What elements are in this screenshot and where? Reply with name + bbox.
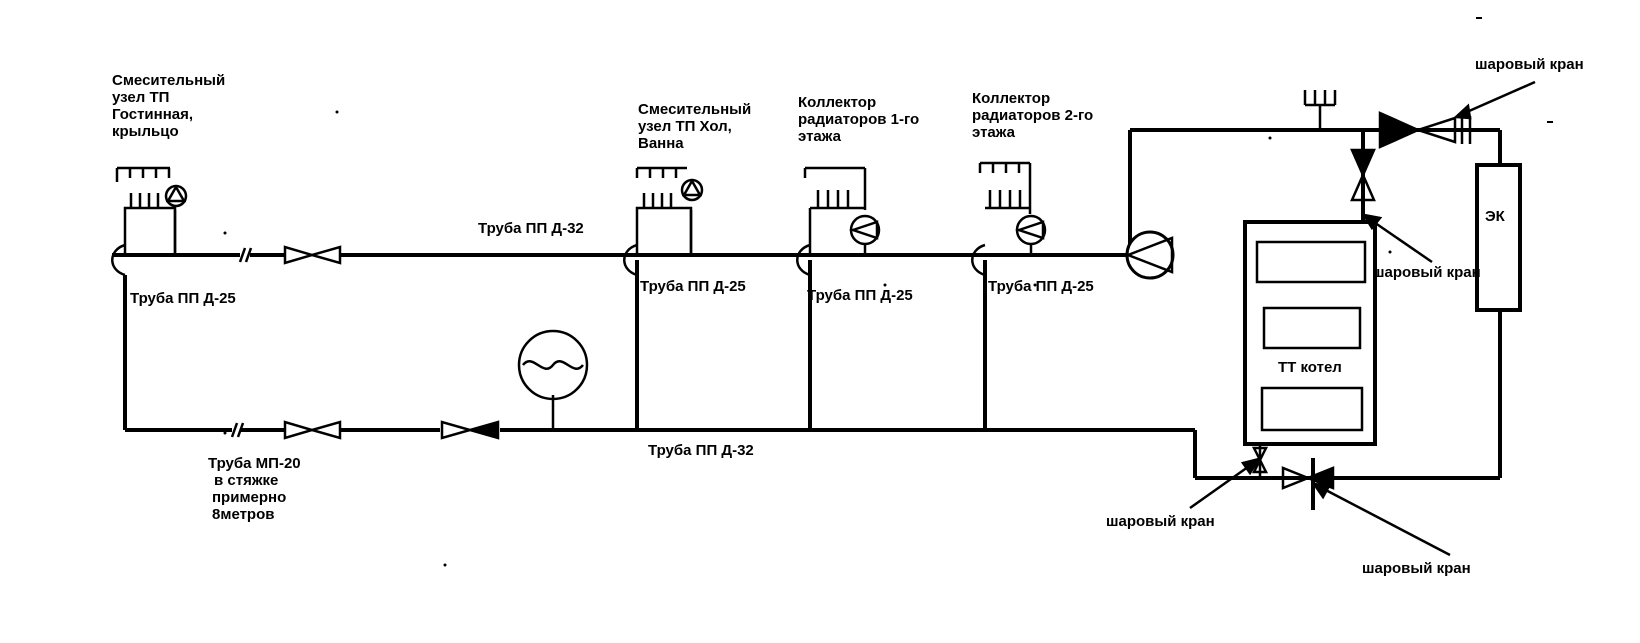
return-pipe — [123, 275, 1502, 480]
pump-top-right-icon — [1378, 111, 1472, 149]
main-pump-icon — [1124, 230, 1175, 280]
arrow-bottom-right — [1311, 482, 1451, 557]
arrow-right-mid — [1361, 213, 1433, 264]
expansion-tank — [517, 329, 589, 430]
label-ball-valve-bottom-right: шаровый кран — [1362, 560, 1471, 577]
arrow-top-right — [1453, 80, 1536, 120]
pump-icon — [164, 184, 188, 208]
crossing-2 — [623, 243, 638, 277]
pipe-break-bottom — [230, 422, 245, 438]
label-pipe-pp25-1: Труба ПП Д-25 — [130, 290, 236, 307]
collector-2 — [978, 161, 1032, 214]
pipe-break-top — [238, 247, 253, 263]
label-boiler: ТТ котел — [1278, 359, 1342, 376]
ball-valve-bottom-left — [1251, 444, 1269, 478]
crossing-3 — [796, 243, 811, 277]
solid-fuel-boiler — [1243, 220, 1377, 446]
label-pipe-pp32-top: Труба ПП Д-32 — [478, 220, 584, 237]
supply-pipe — [112, 128, 1502, 257]
check-valve-return — [440, 420, 500, 440]
label-electric-boiler: ЭК — [1485, 208, 1505, 225]
label-pipe-pp25-4: Труба ПП Д-25 — [988, 278, 1094, 295]
gate-valve-top — [283, 245, 342, 265]
label-ball-valve-top-right: шаровый кран — [1475, 56, 1584, 73]
label-collector-1: Коллектор радиаторов 1-го этажа — [798, 94, 920, 145]
label-pipe-pp32-bottom: Труба ПП Д-32 — [648, 442, 754, 459]
crossing-1 — [111, 243, 126, 277]
pump-icon — [1015, 214, 1047, 255]
label-collector-2: Коллектор радиаторов 2-го этажа — [972, 90, 1094, 141]
mixing-unit-living — [115, 166, 177, 257]
gate-valve-bottom — [283, 420, 342, 440]
label-ball-valve-right-mid: шаровый кран — [1372, 264, 1481, 281]
boiler-supply-valve — [1350, 130, 1376, 222]
pump-icon — [680, 178, 704, 202]
pump-icon — [849, 214, 881, 255]
electric-boiler — [1475, 163, 1522, 312]
label-mixing-unit-hall: Смесительный узел ТП Хол, Ванна — [638, 101, 752, 152]
label-pipe-pp25-2: Труба ПП Д-25 — [640, 278, 746, 295]
arrow-bottom-left — [1189, 457, 1262, 510]
ball-valve-bottom-right — [1281, 458, 1335, 510]
label-pipe-mp20: Труба МП-20 в стяжке примерно 8метров — [208, 455, 301, 523]
label-pipe-pp25-3: Труба ПП Д-25 — [807, 287, 913, 304]
manifold-vent — [1303, 90, 1337, 130]
crossing-4 — [971, 243, 986, 277]
collector-1 — [803, 166, 867, 255]
mixing-unit-hall — [635, 166, 693, 257]
label-mixing-unit-living: Смесительный узел ТП Гостинная, крыльцо — [112, 72, 226, 140]
label-ball-valve-bottom-left: шаровый кран — [1106, 513, 1215, 530]
